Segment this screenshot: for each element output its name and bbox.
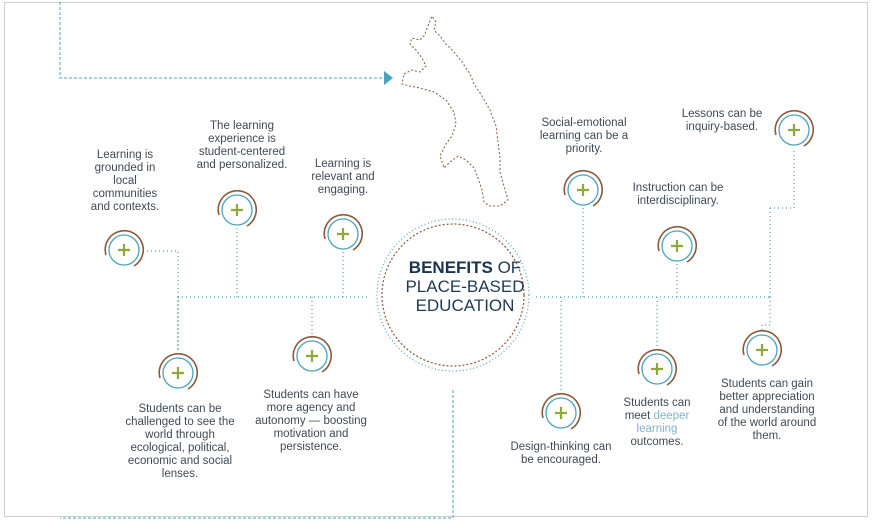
bottom-connector [60, 390, 454, 519]
benefit-inquiry: Lessons can be inquiry-based. [681, 108, 763, 133]
plus-circle-icon [774, 109, 814, 147]
plus-circle-icon [657, 225, 697, 263]
plus-circle-icon [292, 335, 332, 373]
connector-lines [147, 150, 795, 395]
plus-circle-icon [104, 229, 144, 267]
deeper-learning-highlight: deeper learning [636, 410, 690, 435]
center-title: BENEFITS OF PLACE-BASED EDUCATION [381, 258, 549, 315]
benefit-lenses: Students can be challenged to see the wo… [125, 403, 235, 480]
benefit-agency: Students can have more agency and autono… [255, 389, 367, 453]
benefit-design-thinking: Design-thinking can be encouraged. [510, 441, 612, 466]
center-circle [376, 218, 530, 372]
plus-circle-icon [742, 329, 782, 367]
plus-circle-icon [541, 392, 581, 430]
center-title-line2: PLACE-BASED [405, 277, 525, 296]
plus-circle-icon [217, 189, 257, 227]
benefit-social-emotional: Social-emotional learning can be a prior… [539, 117, 629, 155]
center-title-of: OF [492, 258, 522, 277]
breakdancer-silhouette [401, 14, 509, 207]
deeper-learning-pre: Students can meet [623, 397, 691, 422]
benefit-appreciation: Students can gain better appreciation an… [717, 378, 817, 442]
arrow-right-icon [384, 71, 393, 85]
plus-circle-icon [323, 213, 363, 251]
deeper-learning-post: outcomes. [630, 436, 684, 448]
benefit-interdisciplinary: Instruction can be interdisciplinary. [632, 182, 724, 207]
benefit-student-centered: The learning experience is student-cente… [196, 120, 288, 171]
plus-circle-icon [563, 169, 603, 207]
infographic-frame [4, 2, 868, 517]
arrow-connector [59, 2, 388, 79]
plus-circle-icon [637, 348, 677, 386]
center-title-line3: EDUCATION [415, 296, 515, 315]
benefit-relevant: Learning is relevant and engaging. [311, 158, 375, 196]
plus-circle-icon [158, 352, 198, 390]
benefit-grounded: Learning is grounded in local communitie… [90, 149, 160, 213]
benefit-deeper-learning: Students can meet deeper learning outcom… [610, 397, 704, 449]
center-title-bold: BENEFITS [408, 258, 493, 277]
